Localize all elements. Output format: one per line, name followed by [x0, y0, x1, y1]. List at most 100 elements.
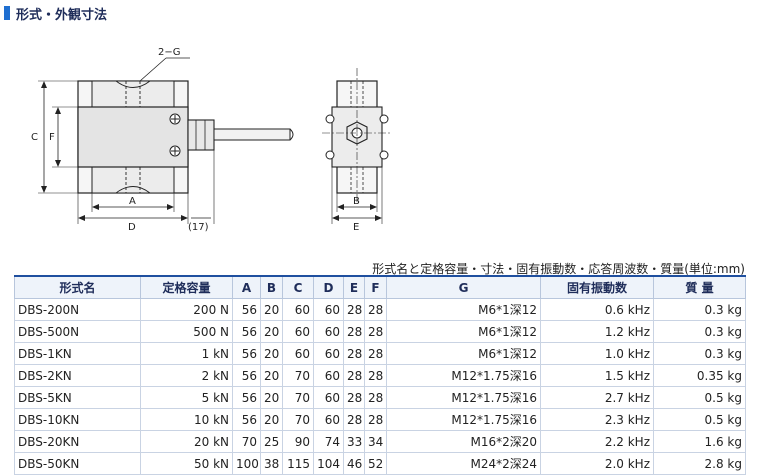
cell-dim-g: M6*1深12: [386, 298, 541, 321]
cell-mass: 0.35 kg: [653, 364, 746, 387]
cell-dim-f: 28: [364, 320, 387, 343]
cell-dim-c: 115: [282, 452, 314, 475]
cell-dim-f: 34: [364, 430, 387, 453]
cell-model-name: DBS-5KN: [14, 386, 141, 409]
cell-dim-e: 28: [343, 386, 365, 409]
cell-natural-frequency: 2.2 kHz: [540, 430, 654, 453]
cell-dim-f: 28: [364, 298, 387, 321]
cell-dim-g: M6*1深12: [386, 342, 541, 365]
cell-mass: 0.3 kg: [653, 298, 746, 321]
cell-dim-b: 20: [260, 320, 283, 343]
thread-hole-bottom: [115, 167, 151, 194]
cell-dim-b: 20: [260, 408, 283, 431]
cell-dim-b: 20: [260, 342, 283, 365]
cell-dim-g: M12*1.75深16: [386, 364, 541, 387]
dimension-drawing: 2−G C F A D (17): [31, 47, 392, 233]
screw-bottom: [169, 145, 181, 157]
cell-model-name: DBS-10KN: [14, 408, 141, 431]
cell-rated-capacity: 50 kN: [140, 452, 233, 475]
cell-dim-f: 28: [364, 408, 387, 431]
cell-dim-g: M16*2深20: [386, 430, 541, 453]
cable-gland: [187, 119, 215, 151]
column-header-dim-e: E: [343, 275, 365, 299]
cell-dim-a: 56: [232, 364, 261, 387]
cell-model-name: DBS-200N: [14, 298, 141, 321]
cell-mass: 0.3 kg: [653, 342, 746, 365]
label-2g: 2−G: [158, 47, 181, 58]
label-d: D: [128, 222, 136, 233]
cell-dim-b: 20: [260, 386, 283, 409]
cell-model-name: DBS-50KN: [14, 452, 141, 475]
column-header-mass: 質 量: [653, 275, 746, 299]
cell-natural-frequency: 1.5 kHz: [540, 364, 654, 387]
cell-dim-e: 28: [343, 342, 365, 365]
cell-dim-d: 60: [313, 408, 344, 431]
cell-dim-c: 60: [282, 298, 314, 321]
cell-rated-capacity: 500 N: [140, 320, 233, 343]
cell-dim-d: 60: [313, 364, 344, 387]
cell-mass: 0.3 kg: [653, 320, 746, 343]
column-header-rated-capacity: 定格容量: [140, 275, 233, 299]
screw-top: [169, 113, 181, 125]
cell-dim-d: 104: [313, 452, 344, 475]
cell-dim-c: 90: [282, 430, 314, 453]
cell-dim-e: 46: [343, 452, 365, 475]
cell-model-name: DBS-1KN: [14, 342, 141, 365]
cell-dim-a: 56: [232, 298, 261, 321]
cell-mass: 0.5 kg: [653, 408, 746, 431]
sensing-beam: [77, 106, 189, 168]
cell-dim-a: 100: [232, 452, 261, 475]
column-header-dim-a: A: [232, 275, 261, 299]
side-screw-left-bottom: [325, 150, 335, 160]
cell-dim-c: 70: [282, 364, 314, 387]
cell-dim-d: 60: [313, 342, 344, 365]
cell-dim-g: M12*1.75深16: [386, 386, 541, 409]
label-b: B: [353, 196, 360, 207]
cell-rated-capacity: 10 kN: [140, 408, 233, 431]
cell-rated-capacity: 20 kN: [140, 430, 233, 453]
cell-dim-g: M6*1深12: [386, 320, 541, 343]
column-header-dim-f: F: [364, 275, 387, 299]
cell-rated-capacity: 5 kN: [140, 386, 233, 409]
thread-hole-top: [115, 80, 151, 107]
cell-rated-capacity: 1 kN: [140, 342, 233, 365]
cell-model-name: DBS-2KN: [14, 364, 141, 387]
heading-marker: [4, 6, 10, 20]
cell-dim-g: M24*2深24: [386, 452, 541, 475]
column-header-dim-b: B: [260, 275, 283, 299]
cell-dim-f: 28: [364, 386, 387, 409]
cell-dim-g: M12*1.75深16: [386, 408, 541, 431]
label-e: E: [353, 222, 359, 233]
cell-dim-e: 33: [343, 430, 365, 453]
label-17: (17): [188, 222, 209, 233]
cell-dim-b: 38: [260, 452, 283, 475]
front-view: 2−G C F A D (17): [31, 47, 294, 233]
cell-model-name: DBS-500N: [14, 320, 141, 343]
cell-dim-c: 70: [282, 386, 314, 409]
cell-model-name: DBS-20KN: [14, 430, 141, 453]
cell-rated-capacity: 2 kN: [140, 364, 233, 387]
cell-rated-capacity: 200 N: [140, 298, 233, 321]
cell-dim-b: 20: [260, 364, 283, 387]
cell-dim-e: 28: [343, 408, 365, 431]
cell-mass: 0.5 kg: [653, 386, 746, 409]
cable: [213, 128, 291, 141]
column-header-natural-frequency: 固有振動数: [540, 275, 654, 299]
cell-dim-b: 25: [260, 430, 283, 453]
cell-dim-d: 60: [313, 386, 344, 409]
column-header-dim-d: D: [313, 275, 344, 299]
cell-dim-e: 28: [343, 298, 365, 321]
cell-dim-e: 28: [343, 320, 365, 343]
cell-dim-a: 56: [232, 386, 261, 409]
cell-natural-frequency: 1.2 kHz: [540, 320, 654, 343]
